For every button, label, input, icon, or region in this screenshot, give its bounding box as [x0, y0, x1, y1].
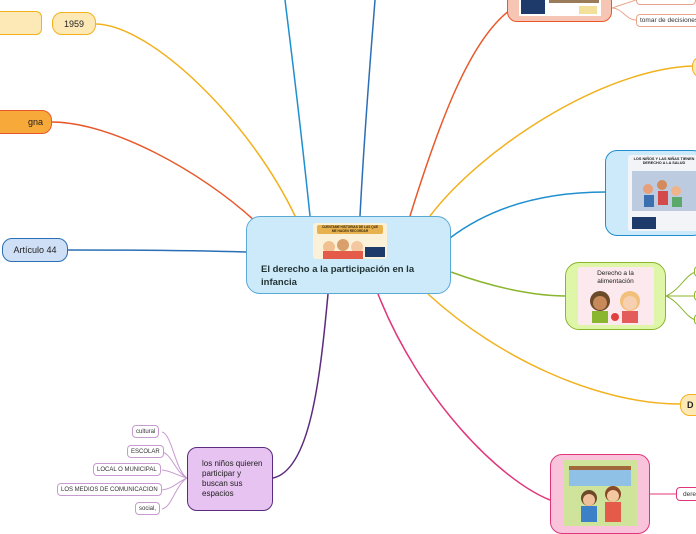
node-1959[interactable] — [0, 11, 42, 35]
link-leaf-1 — [161, 431, 188, 479]
node-alimentacion[interactable]: Derecho a la alimentación — [565, 262, 666, 330]
node-articulo-44[interactable]: Artículo 44 — [2, 238, 68, 262]
link-leaf-3 — [161, 469, 188, 479]
leaf-cultural[interactable]: cultural — [132, 425, 160, 438]
node-salud[interactable]: LOS NIÑOS Y LAS NIÑAS TIENEN DERECHO A L… — [605, 150, 696, 236]
pink-node-picture — [563, 460, 637, 526]
link-gna — [51, 121, 257, 223]
link-d — [427, 293, 681, 405]
link-green-3 — [665, 295, 696, 321]
node-1959-label[interactable]: 1959 — [52, 12, 96, 35]
central-topic[interactable]: CUENTAME HISTORIAS DE LAS QUE ME HACEN R… — [246, 216, 451, 294]
node-pink-image[interactable] — [550, 454, 650, 534]
link-green-1 — [665, 271, 696, 297]
link-pink — [377, 293, 551, 501]
link-right-orange — [429, 65, 693, 217]
link-top-2 — [359, 0, 376, 217]
node-los-ninos-text: los niños quieren participar y buscan su… — [202, 459, 263, 498]
link-tomar-2 — [611, 0, 637, 9]
link-leaf-2 — [161, 451, 188, 479]
leaf-tomar-decisiones[interactable]: tomar de decisiones — [636, 14, 696, 27]
salud-caption: LOS NIÑOS Y LAS NIÑAS TIENEN DERECHO A L… — [633, 157, 695, 166]
link-leaf-5 — [161, 477, 188, 510]
leaf-medios-comunicacion[interactable]: LOS MEDIOS DE COMUNICACION — [57, 483, 162, 496]
link-salmon — [409, 9, 511, 217]
link-articulo — [67, 249, 247, 253]
leaf-local-municipal[interactable]: LOCAL O MUNICIPAL — [93, 463, 161, 476]
node-los-ninos[interactable]: los niños quieren participar y buscan su… — [187, 447, 273, 511]
link-top-1 — [284, 0, 311, 217]
leaf-social[interactable]: social, — [135, 502, 161, 515]
salmon-node-picture — [518, 0, 601, 16]
salud-picture: LOS NIÑOS Y LAS NIÑAS TIENEN DERECHO A L… — [628, 155, 696, 231]
alimentacion-picture: Derecho a la alimentación — [577, 267, 654, 325]
link-salud — [449, 191, 607, 239]
leaf-dere[interactable]: dere — [676, 487, 696, 501]
leaf-escolar[interactable]: ESCOLAR — [127, 445, 164, 458]
central-topic-image: CUENTAME HISTORIAS DE LAS QUE ME HACEN R… — [313, 223, 387, 259]
link-leaf-4 — [161, 477, 188, 491]
node-d[interactable]: D — [680, 394, 696, 416]
connector-lines — [51, 0, 696, 510]
link-alimentacion — [450, 271, 567, 297]
link-tomar — [611, 7, 637, 21]
node-gna[interactable]: gna — [0, 110, 52, 134]
leaf-top-right-partial[interactable] — [636, 0, 696, 5]
alimentacion-caption: Derecho a la alimentación — [597, 270, 634, 285]
central-image-text: CUENTAME HISTORIAS DE LAS QUE ME HACEN R… — [321, 225, 379, 233]
link-purple — [272, 293, 329, 479]
node-salmon-image[interactable] — [507, 0, 612, 22]
central-topic-title: El derecho a la participación en la infa… — [261, 264, 415, 288]
link-1959 — [94, 23, 297, 219]
